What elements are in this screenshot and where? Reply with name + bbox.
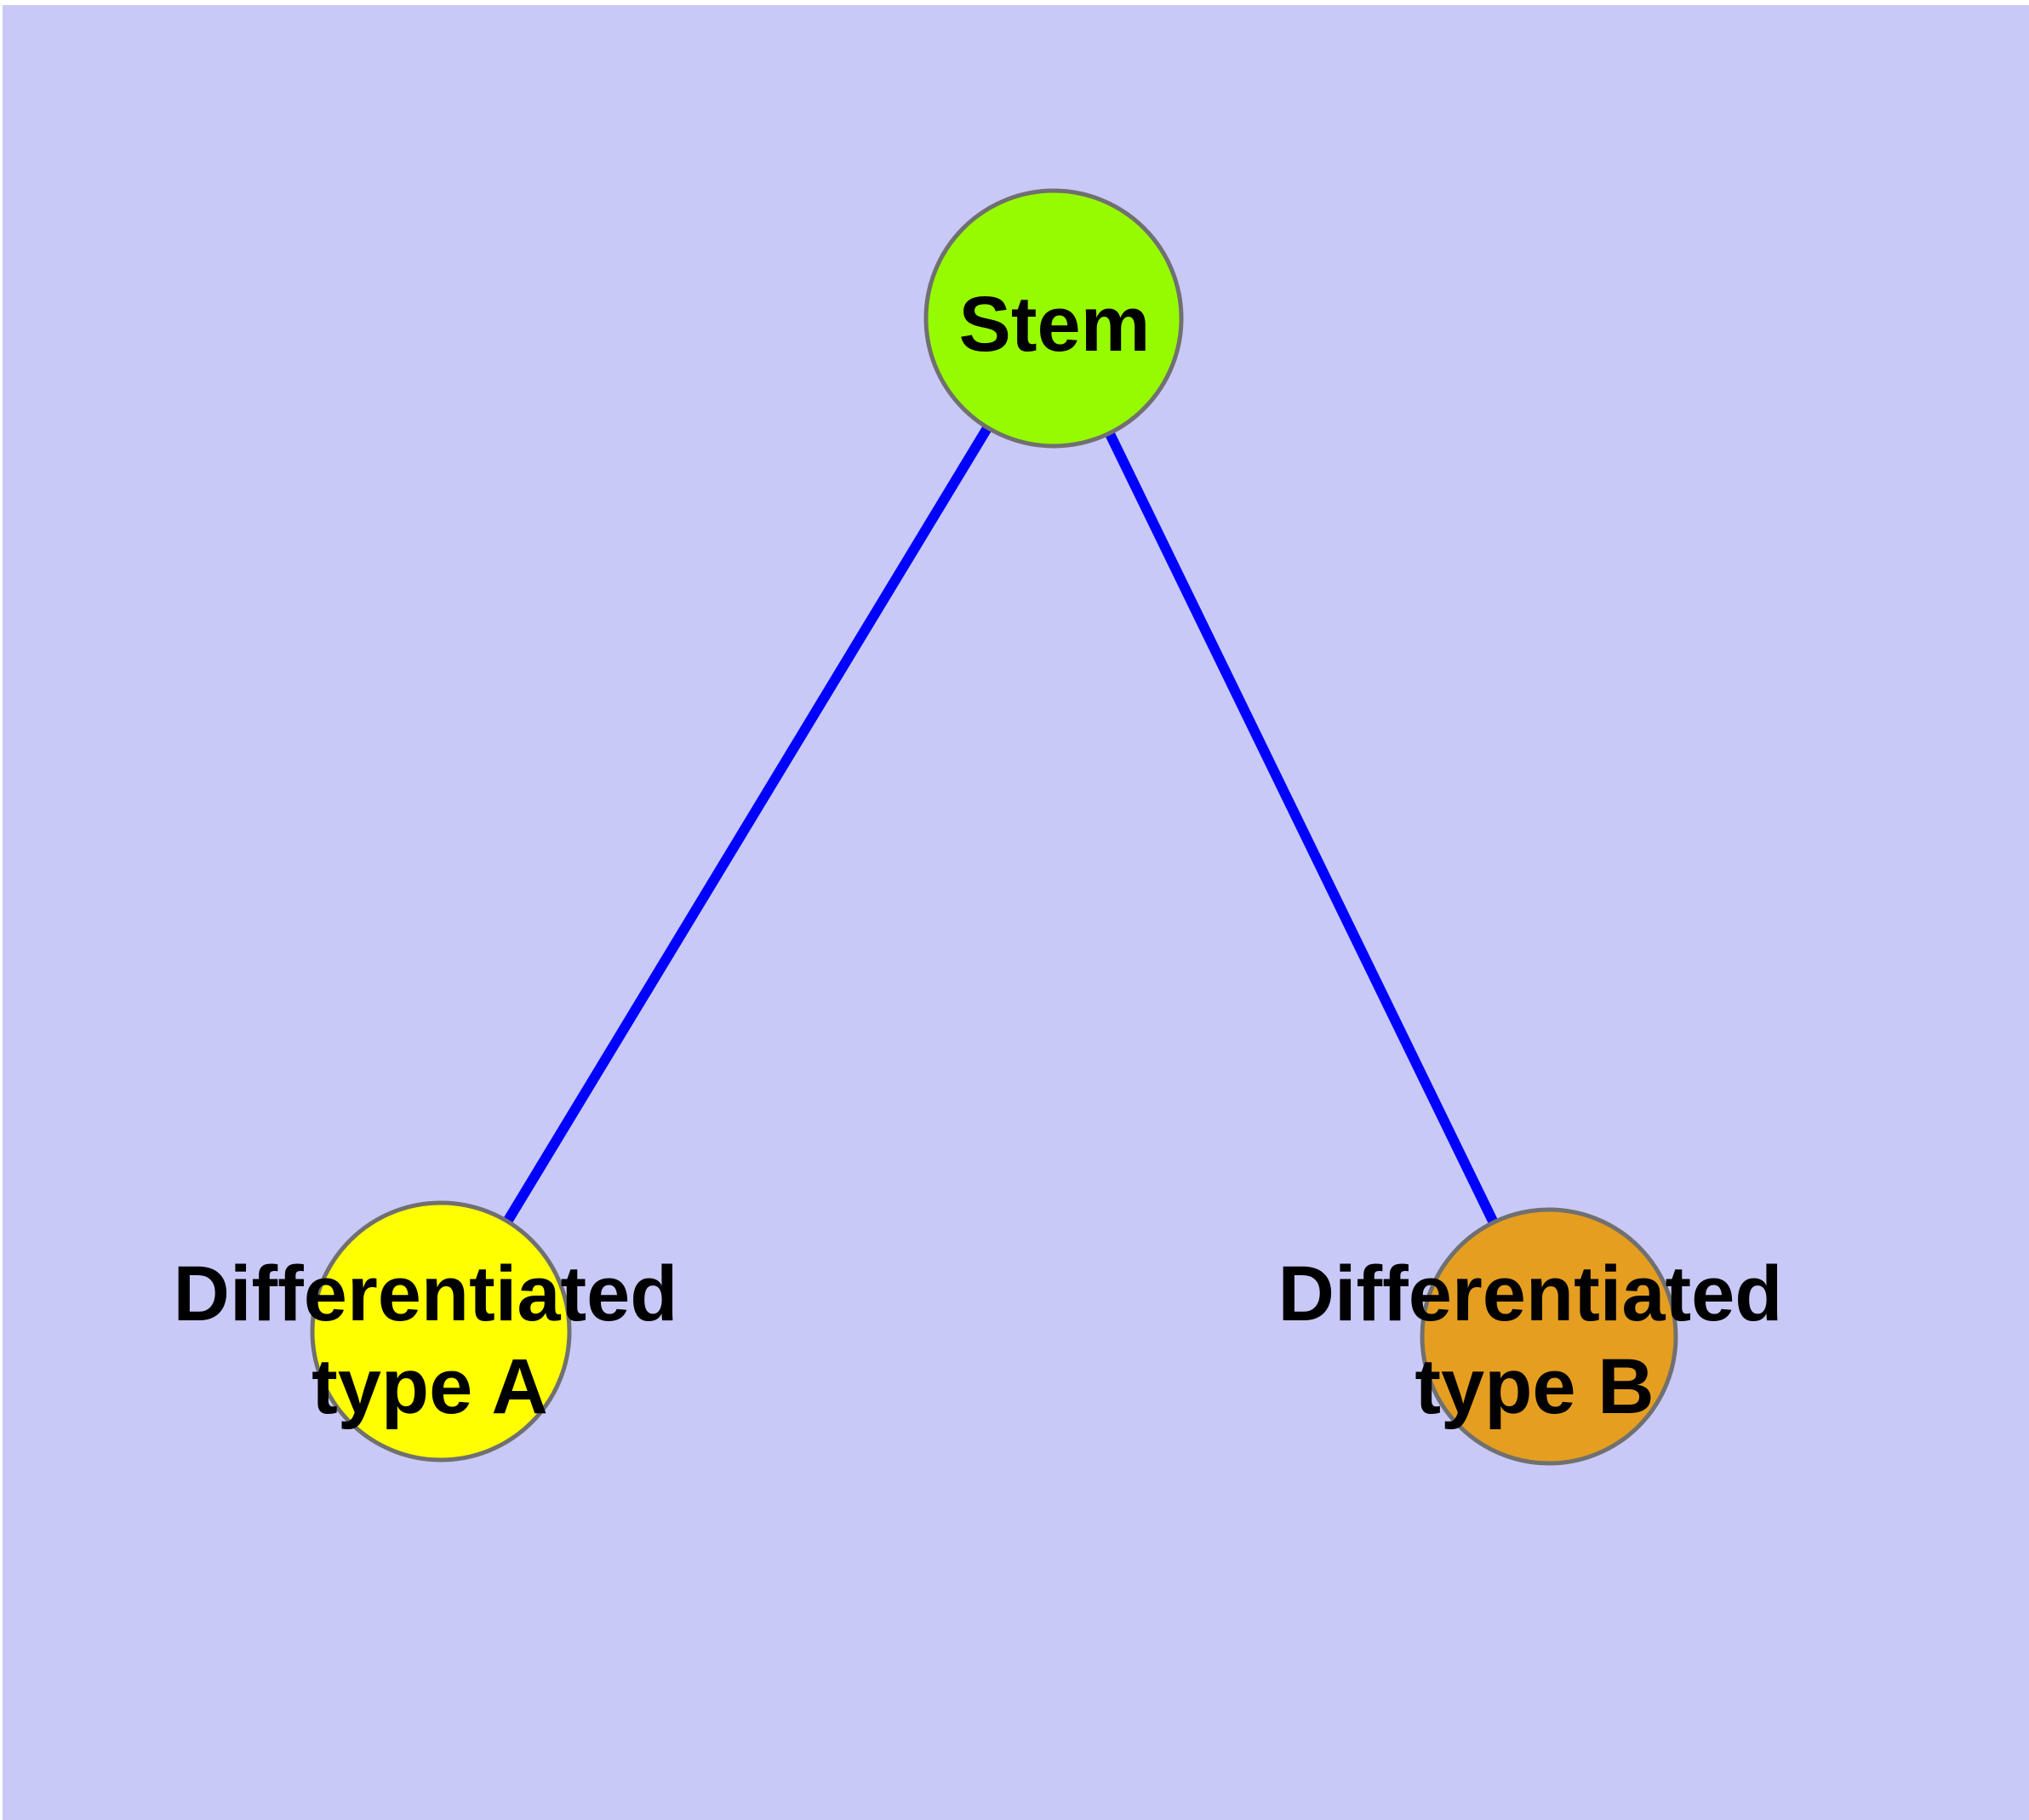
type-b-node <box>1420 1207 1678 1466</box>
type-a-node-label-line1: Differentiated <box>174 1251 678 1337</box>
edge-stem-to-type-a <box>436 315 1059 1335</box>
edge-stem-to-type-b <box>1049 316 1554 1339</box>
type-a-node <box>310 1200 572 1462</box>
stem-node-label: Stem <box>959 281 1151 368</box>
type-b-node-label-line1: Differentiated <box>1278 1251 1783 1337</box>
type-b-node-label-line2: type B <box>1415 1343 1654 1430</box>
type-a-node-label-line2: type A <box>311 1343 548 1430</box>
stem-node <box>923 188 1184 449</box>
